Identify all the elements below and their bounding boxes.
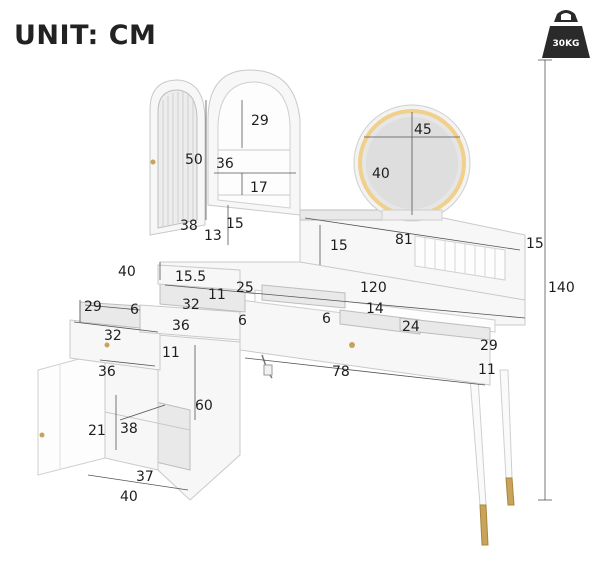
back-hutch bbox=[299, 209, 526, 301]
dim-drawer-side: 6 bbox=[238, 313, 247, 329]
dim-side-depth: 40 bbox=[118, 264, 136, 280]
dim-door-width: 38 bbox=[180, 218, 198, 234]
dimension-labels: 29 36 17 50 38 15 13 45 40 15 81 15 140 … bbox=[84, 113, 575, 505]
dim-back-shelf-w: 81 bbox=[395, 232, 413, 248]
dim-cab-h: 60 bbox=[195, 398, 213, 414]
kettlebell-weight-icon: 30KG bbox=[542, 10, 590, 58]
dim-leg-11: 11 bbox=[478, 362, 496, 378]
dim-cab-inner-w: 37 bbox=[136, 469, 154, 485]
arched-door bbox=[149, 79, 206, 236]
weight-badge-text: 30KG bbox=[553, 39, 580, 49]
dim-drawer-w36: 36 bbox=[172, 318, 190, 334]
dim-door-height: 50 bbox=[185, 152, 203, 168]
dim-shelf-mid: 17 bbox=[250, 180, 268, 196]
dim-compart-24: 24 bbox=[402, 319, 420, 335]
dim-cab-w: 36 bbox=[98, 364, 116, 380]
dim-mirror-width: 45 bbox=[414, 122, 432, 138]
dim-tray-s: 11 bbox=[208, 287, 226, 303]
led-mirror bbox=[353, 104, 471, 222]
dim-cab-inner-h: 21 bbox=[88, 423, 106, 439]
left-cabinet bbox=[37, 334, 241, 501]
dim-shelf-width: 36 bbox=[216, 156, 234, 172]
dim-drawer-gap: 6 bbox=[130, 302, 139, 318]
dim-small-h: 13 bbox=[204, 228, 222, 244]
dim-drawer-d: 29 bbox=[84, 299, 102, 315]
dim-cab-base-w: 40 bbox=[120, 489, 138, 505]
dim-compart-h: 6 bbox=[322, 311, 331, 327]
dim-drawer-h11: 11 bbox=[162, 345, 180, 361]
dim-back-shelf-h: 15 bbox=[330, 238, 348, 254]
dim-right-depth: 29 bbox=[480, 338, 498, 354]
dim-compart-w: 14 bbox=[366, 301, 384, 317]
dim-shelf-low: 15 bbox=[226, 216, 244, 232]
unit-label: UNIT: CM bbox=[14, 20, 157, 51]
dim-tray-w: 15.5 bbox=[175, 269, 206, 285]
desk-body bbox=[159, 261, 526, 386]
dim-desk-w: 78 bbox=[332, 364, 350, 380]
dim-shelf-top: 29 bbox=[251, 113, 269, 129]
dimension-lines bbox=[73, 100, 526, 491]
dim-drawer-w32: 32 bbox=[182, 297, 200, 313]
dim-top-width: 120 bbox=[360, 280, 387, 296]
dim-tray-d: 25 bbox=[236, 280, 254, 296]
dim-top-depth: 15 bbox=[526, 236, 544, 252]
arched-shelf bbox=[207, 69, 301, 216]
dim-total-height: 140 bbox=[548, 280, 575, 296]
dim-drawer32b: 32 bbox=[104, 328, 122, 344]
dim-mirror-height: 40 bbox=[372, 166, 390, 182]
dim-cab-inner-d: 38 bbox=[120, 421, 138, 437]
desk-legs bbox=[469, 369, 515, 546]
